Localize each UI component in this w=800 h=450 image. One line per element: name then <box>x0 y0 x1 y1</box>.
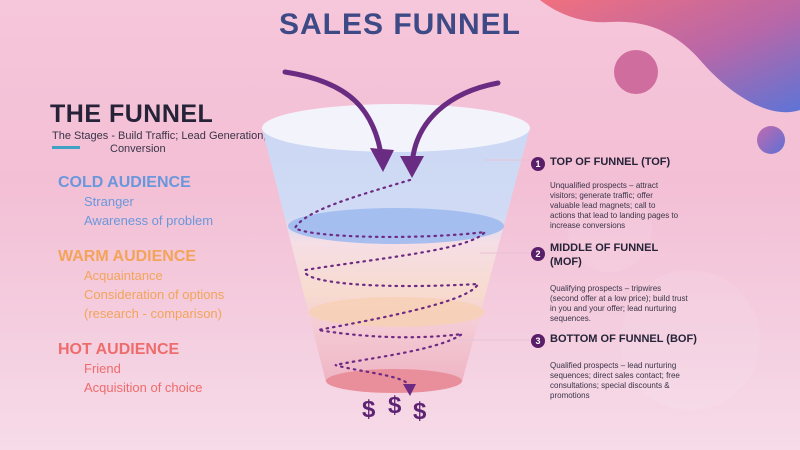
blob-dot-small <box>757 126 785 154</box>
stage-desc-line: sequences. <box>550 314 591 323</box>
heading-underline <box>52 146 80 149</box>
cold-audience-title: COLD AUDIENCE <box>58 174 191 191</box>
stage-description: Unqualified prospects – attract visitors… <box>550 181 740 231</box>
soft-circle <box>620 270 760 410</box>
stage-desc-line: sequences; direct sales contact; free <box>550 371 680 380</box>
entry-arrow-right-head <box>400 156 424 178</box>
stage-desc-line: consultations; special discounts & <box>550 381 670 390</box>
stage-desc-line: (second offer at a low price); build tru… <box>550 294 688 303</box>
funnel-top-rim <box>262 104 530 152</box>
cold-audience-block: COLD AUDIENCE Stranger Awareness of prob… <box>58 174 213 230</box>
funnel-subtitle: The Stages - Build Traffic; Lead Generat… <box>52 130 292 156</box>
stage-description: Qualified prospects – lead nurturing seq… <box>550 361 740 401</box>
warm-audience-item: (research - comparison) <box>84 306 222 321</box>
stage-description: Qualifying prospects – tripwires (second… <box>550 284 740 324</box>
soft-circle-2 <box>568 188 652 272</box>
hot-audience-title: HOT AUDIENCE <box>58 341 180 358</box>
hot-audience-item: Friend <box>84 361 121 376</box>
stage-desc-line: promotions <box>550 391 590 400</box>
stage-desc-line: Unqualified prospects – attract <box>550 181 659 190</box>
blob-dot-large <box>614 50 658 94</box>
funnel-flow-path <box>293 178 488 386</box>
stage-number-badge: 3 <box>531 334 545 348</box>
mof-band <box>309 297 485 327</box>
page-title: SALES FUNNEL <box>278 8 521 41</box>
warm-audience-item: Consideration of options <box>84 287 225 302</box>
stage-desc-line: valuable lead magnets; call to <box>550 201 656 210</box>
cold-audience-item: Awareness of problem <box>84 213 214 228</box>
hot-audience-item: Acquisition of choice <box>84 380 203 395</box>
dollar-icon: $ <box>362 396 376 423</box>
stage-desc-line: Qualifying prospects – tripwires <box>550 284 662 293</box>
stage-desc-line: in you and your offer; lead nurturing <box>550 304 677 313</box>
warm-audience-title: WARM AUDIENCE <box>58 248 197 265</box>
funnel-body <box>262 128 530 382</box>
stage-title: TOP OF FUNNEL (TOF) <box>550 156 671 168</box>
entry-arrow-right <box>409 80 501 168</box>
stage-desc-line: visitors; generate traffic; offer <box>550 191 653 200</box>
stage-number-badge: 2 <box>531 247 545 261</box>
entry-arrow-left <box>282 69 385 163</box>
funnel-flow-arrowhead <box>403 384 416 396</box>
stage-desc-line: Qualified prospects – lead nurturing <box>550 361 677 370</box>
hot-audience-block: HOT AUDIENCE Friend Acquisition of choic… <box>58 341 203 397</box>
cold-audience-item: Stranger <box>84 194 134 209</box>
funnel-subtitle-line2: Conversion <box>110 143 166 155</box>
stage-title-line2: (MOF) <box>550 256 582 268</box>
stage-title: BOTTOM OF FUNNEL (BOF) <box>550 333 697 345</box>
corner-blob <box>540 0 800 113</box>
tof-band <box>288 208 504 244</box>
dollar-icon: $ <box>413 398 427 425</box>
stage-desc-line: actions that lead to landing pages to <box>550 211 679 220</box>
warm-audience-block: WARM AUDIENCE Acquaintance Consideration… <box>58 248 224 323</box>
stage-number-badge: 1 <box>531 157 545 171</box>
dollar-icon: $ <box>388 392 402 419</box>
bof-band <box>326 369 462 393</box>
stage-title-block: MIDDLE OF FUNNEL (MOF) <box>550 241 658 269</box>
entry-arrow-left-head <box>370 148 394 172</box>
funnel-subtitle-line1: The Stages - Build Traffic; Lead Generat… <box>52 130 267 142</box>
stage-desc-line: increase conversions <box>550 221 626 230</box>
warm-audience-item: Acquaintance <box>84 268 163 283</box>
funnel-heading: THE FUNNEL <box>50 100 214 128</box>
stage-title: MIDDLE OF FUNNEL <box>550 242 659 254</box>
